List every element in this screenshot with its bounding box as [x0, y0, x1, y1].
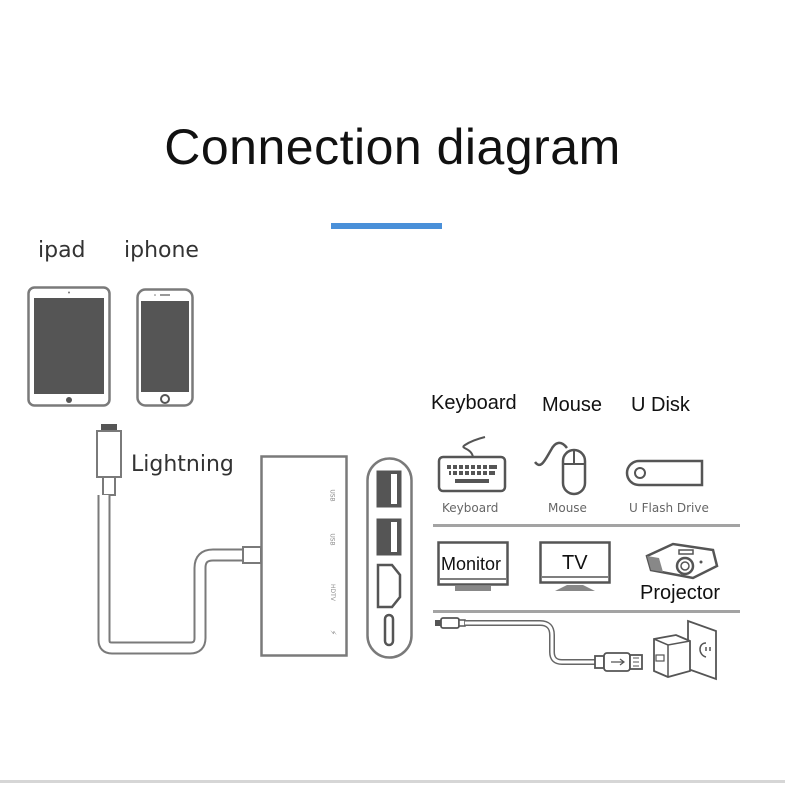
monitor-icon: [437, 541, 509, 591]
usb-a-port-icon: [376, 518, 402, 556]
udisk-label: U Disk: [631, 394, 690, 416]
row-divider-2: [433, 610, 740, 613]
hdmi-port-icon: [376, 563, 402, 609]
iphone-icon: [136, 288, 194, 407]
mouse-icon: [534, 441, 587, 496]
tv-icon: [539, 541, 611, 591]
tv-label: TV: [562, 552, 588, 574]
keyboard-sublabel: Keyboard: [442, 501, 499, 515]
adapter-hub-icon: [260, 455, 348, 657]
projector-icon: [645, 542, 719, 580]
lightning-label: Lightning: [131, 452, 234, 477]
usb-drive-icon: [625, 459, 704, 487]
projector-label: Projector: [640, 582, 721, 604]
usb-a-port-icon: [376, 470, 402, 508]
keyboard-icon: [437, 436, 507, 493]
monitor-label: Monitor: [441, 554, 502, 574]
mouse-label: Mouse: [542, 394, 603, 416]
bottom-border: [0, 780, 785, 783]
row-divider-1: [433, 524, 740, 527]
udisk-sublabel: U Flash Drive: [629, 501, 709, 515]
ipad-icon: [27, 286, 111, 407]
lightning-port-icon: [383, 613, 395, 647]
ipad-label: ipad: [38, 238, 86, 263]
power-adapter-icon: [653, 619, 717, 681]
iphone-label: iphone: [124, 238, 199, 263]
title-accent-bar: [331, 223, 442, 229]
diagram-title: Connection diagram: [164, 119, 621, 175]
adapter-port-face: [366, 457, 413, 659]
mouse-sublabel: Mouse: [548, 501, 587, 515]
keyboard-label: Keyboard: [431, 392, 517, 414]
